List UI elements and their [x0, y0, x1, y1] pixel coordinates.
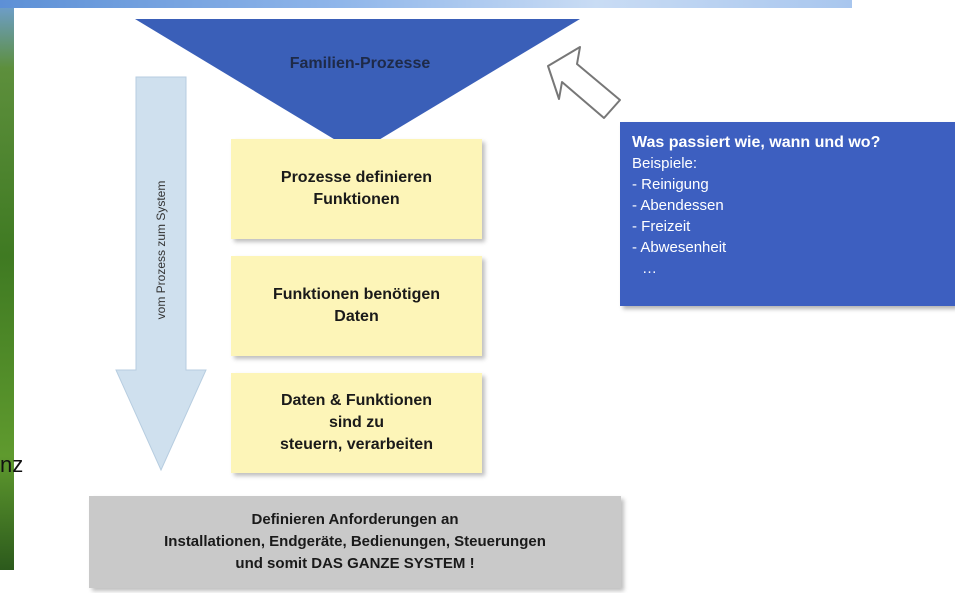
process-to-system-arrow	[115, 76, 207, 472]
example-item: - Abendessen	[632, 197, 724, 214]
example-item: - Abwesenheit	[632, 239, 727, 256]
info-box-subtitle: Beispiele:	[632, 155, 698, 172]
example-item: - Reinigung	[632, 176, 709, 193]
example-item-ellipsis: …	[642, 260, 657, 277]
desktop-sky-strip	[0, 0, 852, 8]
triangle-label: Familien-Prozesse	[289, 55, 431, 72]
step-box-3: Daten & Funktionen sind zu steuern, vera…	[231, 373, 482, 473]
step-box-2: Funktionen benötigen Daten	[231, 256, 482, 356]
vertical-arrow-label: vom Prozess zum System	[154, 180, 168, 320]
examples-list: - Reinigung - Abendessen - Freizeit - Ab…	[632, 174, 943, 279]
examples-info-box: Was passiert wie, wann und wo? Beispiele…	[620, 122, 955, 306]
example-item: - Freizeit	[632, 218, 691, 235]
partial-background-text: nz	[0, 452, 24, 477]
step-box-1: Prozesse definieren Funktionen	[231, 139, 482, 239]
family-process-triangle	[135, 19, 580, 153]
info-box-title: Was passiert wie, wann und wo?	[632, 134, 881, 151]
hollow-pointer-arrow-icon	[547, 46, 621, 119]
result-box: Definieren Anforderungen an Installation…	[89, 496, 621, 588]
